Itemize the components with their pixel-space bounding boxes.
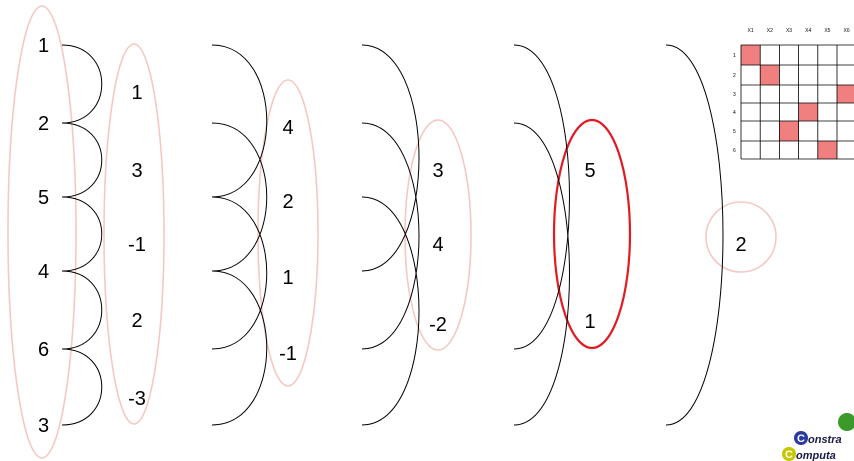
column-5: 2 xyxy=(735,234,746,256)
logo-blue-circle xyxy=(794,431,808,445)
node-value: 5 xyxy=(38,187,49,209)
arcs-level-3 xyxy=(361,44,420,426)
logo-green-circle xyxy=(838,413,854,431)
arcs-level-1 xyxy=(61,44,103,426)
grid-highlighted-cell xyxy=(798,103,818,121)
column-2-oval xyxy=(257,79,319,387)
logo-text-line1: onstra xyxy=(808,434,842,446)
node-value: 2 xyxy=(131,310,142,332)
grid-row-header: 4 xyxy=(733,110,736,116)
grid-row-header: 6 xyxy=(733,148,736,154)
grid-column-header: X6 xyxy=(844,28,850,34)
grid-column-header: X3 xyxy=(786,28,792,34)
node-value: 4 xyxy=(38,261,49,283)
node-value: 4 xyxy=(282,117,293,139)
node-value: 2 xyxy=(38,113,49,135)
grid-highlighted-cell xyxy=(837,85,854,103)
grid-column-header: X5 xyxy=(824,28,830,34)
grid-row-header: 3 xyxy=(733,92,736,98)
node-value: -3 xyxy=(128,388,146,410)
arcs-level-2 xyxy=(211,44,268,426)
node-value: 1 xyxy=(38,35,49,57)
grid-highlighted-cell xyxy=(779,121,799,141)
arcs-level-5 xyxy=(665,44,724,426)
grid-highlighted-cell xyxy=(741,45,761,65)
node-value: 3 xyxy=(38,415,49,437)
grid-column-header: X2 xyxy=(767,28,773,34)
node-value: 3 xyxy=(432,160,443,182)
column-1-oval xyxy=(103,43,165,425)
node-value: 3 xyxy=(131,160,142,182)
svg-text:C: C xyxy=(797,433,805,445)
grid-highlighted-cell xyxy=(817,141,837,159)
svg-text:C: C xyxy=(785,449,793,461)
grid-row-header: 2 xyxy=(733,73,736,79)
assignment-matrix: X1 X2 X3 X4 X5 X6 1 2 3 4 5 6 xyxy=(733,28,854,160)
node-value: 6 xyxy=(38,339,49,361)
node-value: 1 xyxy=(282,267,293,289)
column-2: 4 2 1 -1 xyxy=(279,117,297,365)
node-value: 4 xyxy=(432,234,443,256)
grid-column-header: X4 xyxy=(805,28,811,34)
column-4: 5 1 xyxy=(584,160,595,333)
node-value: -1 xyxy=(279,343,297,365)
node-value: -2 xyxy=(429,314,447,336)
grid-highlighted-cell xyxy=(760,65,780,85)
node-value: 1 xyxy=(131,82,142,104)
column-0: 1 2 5 4 6 3 xyxy=(38,35,49,437)
arcs-level-4 xyxy=(513,44,570,426)
column-5-oval xyxy=(705,201,777,273)
logo-text-line2: omputa xyxy=(796,450,836,461)
grid-row-header: 5 xyxy=(733,129,736,135)
grid-column-header: X1 xyxy=(748,28,754,34)
column-1: 1 3 -1 2 -3 xyxy=(128,82,146,410)
column-4-oval-highlighted xyxy=(552,118,632,350)
node-value: 5 xyxy=(584,160,595,182)
node-value: 1 xyxy=(584,311,595,333)
column-0-oval xyxy=(7,5,77,459)
logo-yellow-circle xyxy=(782,447,796,461)
node-value: -1 xyxy=(128,234,146,256)
column-3: 3 4 -2 xyxy=(429,160,447,336)
node-value: 2 xyxy=(282,191,293,213)
logo: C onstra C omputa xyxy=(782,413,854,461)
grid-row-header: 1 xyxy=(733,53,736,59)
node-value: 2 xyxy=(735,234,746,256)
